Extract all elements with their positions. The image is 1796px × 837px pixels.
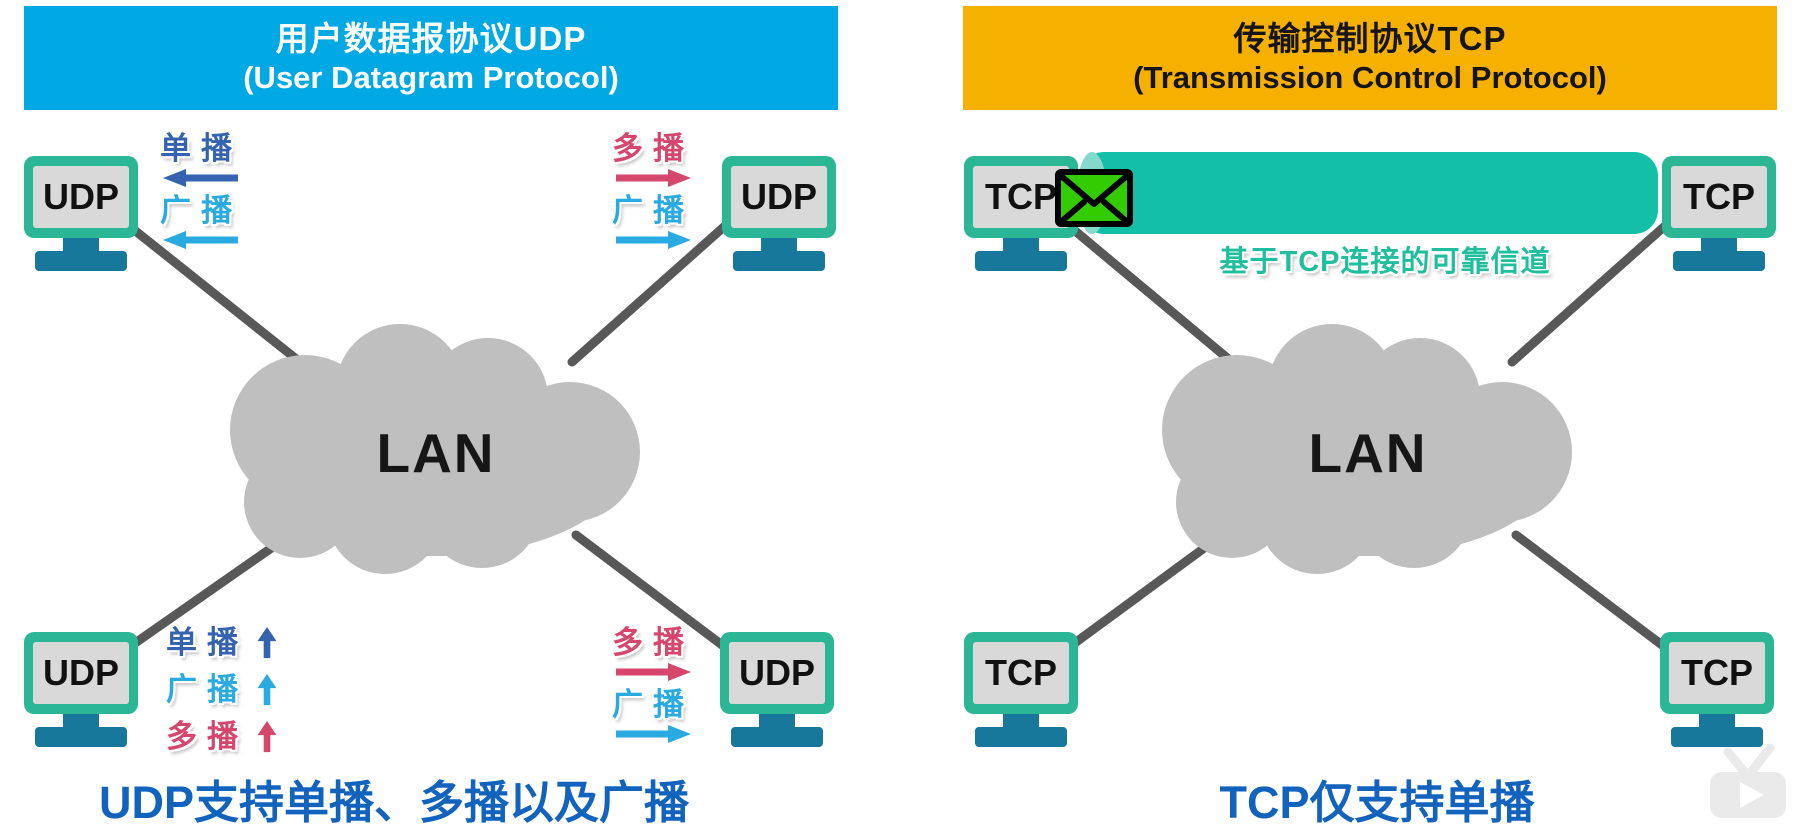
unicast-left-arrow-icon — [163, 169, 238, 187]
monitor-stand — [761, 238, 797, 251]
udp-node-label: UDP — [740, 176, 817, 217]
broadcast-up-arrow-icon — [257, 673, 277, 706]
tcp-channel-pipe — [1077, 152, 1658, 234]
udp-computer-top-right: UDP — [722, 156, 836, 271]
tv-play-icon — [1710, 743, 1786, 818]
multicast-up-arrow-icon — [257, 720, 277, 753]
monitor-stand — [1003, 714, 1039, 727]
broadcast-label: 广播 — [612, 687, 694, 722]
lan-cloud-right — [1162, 324, 1572, 574]
monitor-stand — [1701, 238, 1737, 251]
udp-cast-block-top-left: 单播 广播 — [160, 132, 242, 256]
broadcast-label: 广播 — [166, 672, 248, 707]
multicast-right-arrow-icon — [616, 169, 691, 187]
udp-cast-block-bottom-left: 单播 广播 多播 — [166, 626, 278, 767]
monitor-stand — [1699, 714, 1735, 727]
unicast-up-arrow-icon — [257, 626, 277, 659]
monitor: UDP — [722, 156, 836, 238]
multicast-label: 多播 — [612, 625, 694, 660]
udp-node-label: UDP — [42, 176, 119, 217]
udp-computer-bottom-right: UDP — [720, 632, 834, 747]
tcp-node-label: TCP — [1681, 652, 1753, 693]
monitor-stand — [63, 238, 99, 251]
monitor-stand — [759, 714, 795, 727]
udp-caption: UDP支持单播、多播以及广播 — [98, 777, 689, 828]
tcp-caption: TCP仅支持单播 — [1219, 777, 1535, 828]
broadcast-left-arrow-icon — [163, 231, 238, 249]
monitor: UDP — [24, 632, 138, 714]
tcp-node-label: TCP — [1683, 176, 1755, 217]
tcp-title-cn: 传输控制协议TCP — [1233, 20, 1507, 57]
tcp-node-label: TCP — [985, 652, 1057, 693]
udp-node-label: UDP — [42, 652, 119, 693]
lan-label-left: LAN — [376, 422, 496, 484]
udp-computer-top-left: UDP — [24, 156, 138, 271]
lan-label-right: LAN — [1308, 422, 1428, 484]
monitor: UDP — [24, 156, 138, 238]
tcp-computer-bottom-left: TCP — [964, 632, 1078, 747]
monitor-stand — [1003, 238, 1039, 251]
unicast-label: 单播 — [166, 625, 248, 660]
broadcast-label: 广播 — [160, 193, 242, 228]
udp-title-cn: 用户数据报协议UDP — [275, 20, 587, 57]
multicast-right-arrow-icon — [616, 663, 691, 681]
tcp-network-lines — [1063, 220, 1671, 653]
monitor-stand — [63, 714, 99, 727]
tcp-title-en: (Transmission Control Protocol) — [1133, 60, 1607, 95]
lan-cloud-left — [230, 324, 640, 574]
udp-cast-block-top-right: 多播 广播 — [612, 132, 694, 256]
udp-title-en: (User Datagram Protocol) — [243, 60, 619, 95]
unicast-label: 单播 — [160, 131, 242, 166]
tcp-computer-bottom-right: TCP — [1660, 632, 1774, 747]
udp-network-lines — [123, 220, 731, 653]
tcp-header: 传输控制协议TCP (Transmission Control Protocol… — [963, 6, 1777, 110]
multicast-label: 多播 — [612, 131, 694, 166]
multicast-label: 多播 — [166, 719, 248, 754]
envelope-icon — [1055, 169, 1133, 227]
udp-header: 用户数据报协议UDP (User Datagram Protocol) — [24, 6, 838, 110]
udp-cast-block-bottom-right: 多播 广播 — [612, 626, 694, 750]
tcp-channel-label: 基于TCP连接的可靠信道 — [1219, 246, 1551, 278]
broadcast-right-arrow-icon — [616, 725, 691, 743]
monitor: TCP — [1660, 632, 1774, 714]
tcp-computer-top-right: TCP — [1662, 156, 1776, 271]
monitor: TCP — [964, 632, 1078, 714]
tcp-node-label: TCP — [985, 176, 1057, 217]
udp-computer-bottom-left: UDP — [24, 632, 138, 747]
monitor: TCP — [1662, 156, 1776, 238]
broadcast-right-arrow-icon — [616, 231, 691, 249]
monitor: UDP — [720, 632, 834, 714]
broadcast-label: 广播 — [612, 193, 694, 228]
udp-node-label: UDP — [738, 652, 815, 693]
